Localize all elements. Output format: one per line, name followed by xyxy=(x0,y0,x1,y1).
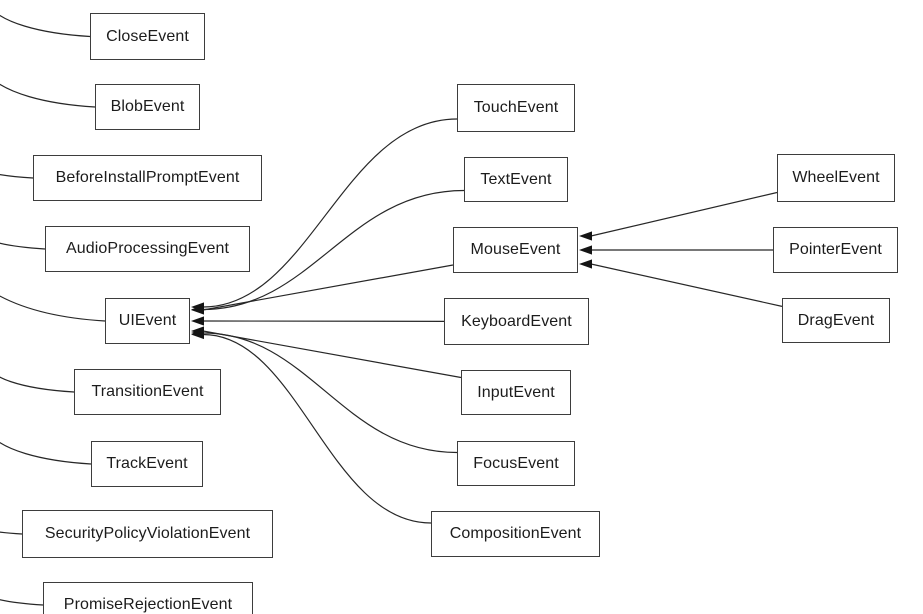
node-label: UIEvent xyxy=(118,312,177,329)
node-UIEvent[interactable]: UIEvent xyxy=(105,298,190,344)
node-label: FocusEvent xyxy=(473,454,559,472)
node-PromiseRejectionEvent[interactable]: PromiseRejectionEvent xyxy=(43,582,253,614)
node-InputEvent[interactable]: InputEvent xyxy=(461,370,571,415)
edge-PromiseRejectionEvent-to-offscreen-left xyxy=(0,599,44,606)
node-label: CompositionEvent xyxy=(449,525,582,542)
arrowhead-into-MouseEvent xyxy=(579,245,592,255)
edge-BeforeInstallPromptEvent-to-offscreen-left xyxy=(0,173,34,179)
edge-TouchEvent-to-UIEvent xyxy=(202,118,458,308)
node-label: WheelEvent xyxy=(792,169,880,186)
node-TextEvent[interactable]: TextEvent xyxy=(464,157,568,202)
node-label: BlobEvent xyxy=(110,98,185,115)
arrowhead-into-UIEvent xyxy=(191,329,204,340)
node-label: MouseEvent xyxy=(470,241,561,258)
node-label: TransitionEvent xyxy=(91,383,204,400)
node-BlobEvent[interactable]: BlobEvent xyxy=(95,84,200,130)
node-CloseEvent[interactable]: CloseEvent xyxy=(90,13,205,60)
edge-SecurityPolicyViolationEvent-to-offscreen-left xyxy=(0,531,23,535)
arrowhead-into-MouseEvent xyxy=(579,259,592,269)
edge-FocusEvent-to-UIEvent xyxy=(202,332,458,454)
edge-AudioProcessingEvent-to-offscreen-left xyxy=(0,242,46,250)
edge-WheelEvent-to-MouseEvent xyxy=(590,191,778,237)
node-label: AudioProcessingEvent xyxy=(66,240,229,257)
node-AudioProcessingEvent[interactable]: AudioProcessingEvent xyxy=(45,226,250,272)
node-MouseEvent[interactable]: MouseEvent xyxy=(453,227,578,273)
node-label: TouchEvent xyxy=(473,99,559,116)
edge-BlobEvent-to-offscreen-left xyxy=(0,83,96,108)
edge-DragEvent-to-MouseEvent xyxy=(590,263,783,307)
edge-InputEvent-to-UIEvent xyxy=(202,330,462,379)
node-BeforeInstallPromptEvent[interactable]: BeforeInstallPromptEvent xyxy=(33,155,262,201)
node-label: BeforeInstallPromptEvent xyxy=(55,169,240,186)
node-label: PromiseRejectionEvent xyxy=(63,596,233,613)
node-PointerEvent[interactable]: PointerEvent xyxy=(773,227,898,273)
edge-CloseEvent-to-offscreen-left xyxy=(0,14,91,38)
node-label: KeyboardEvent xyxy=(461,312,572,330)
node-TransitionEvent[interactable]: TransitionEvent xyxy=(74,369,221,415)
node-CompositionEvent[interactable]: CompositionEvent xyxy=(431,511,600,557)
node-label: SecurityPolicyViolationEvent xyxy=(44,525,251,542)
node-FocusEvent[interactable]: FocusEvent xyxy=(457,441,575,486)
edge-TrackEvent-to-offscreen-left xyxy=(0,441,92,465)
arrowhead-into-UIEvent xyxy=(191,305,204,315)
node-TouchEvent[interactable]: TouchEvent xyxy=(457,84,575,132)
edge-UIEvent-to-offscreen-left xyxy=(0,295,106,322)
node-label: PointerEvent xyxy=(789,241,882,258)
node-TrackEvent[interactable]: TrackEvent xyxy=(91,441,203,487)
node-KeyboardEvent[interactable]: KeyboardEvent xyxy=(444,298,589,345)
node-DragEvent[interactable]: DragEvent xyxy=(782,298,890,343)
node-label: InputEvent xyxy=(477,383,555,401)
edge-MouseEvent-to-UIEvent xyxy=(202,264,454,311)
arrowhead-into-UIEvent xyxy=(191,316,204,326)
node-label: TextEvent xyxy=(480,170,552,188)
arrowhead-into-MouseEvent xyxy=(579,231,592,241)
node-SecurityPolicyViolationEvent[interactable]: SecurityPolicyViolationEvent xyxy=(22,510,273,558)
edge-TransitionEvent-to-offscreen-left xyxy=(0,376,75,393)
edge-TextEvent-to-UIEvent xyxy=(202,189,465,311)
node-label: CloseEvent xyxy=(106,27,189,45)
node-label: TrackEvent xyxy=(106,455,188,472)
edge-CompositionEvent-to-UIEvent xyxy=(202,333,432,524)
node-WheelEvent[interactable]: WheelEvent xyxy=(777,154,895,202)
node-label: DragEvent xyxy=(797,311,875,329)
